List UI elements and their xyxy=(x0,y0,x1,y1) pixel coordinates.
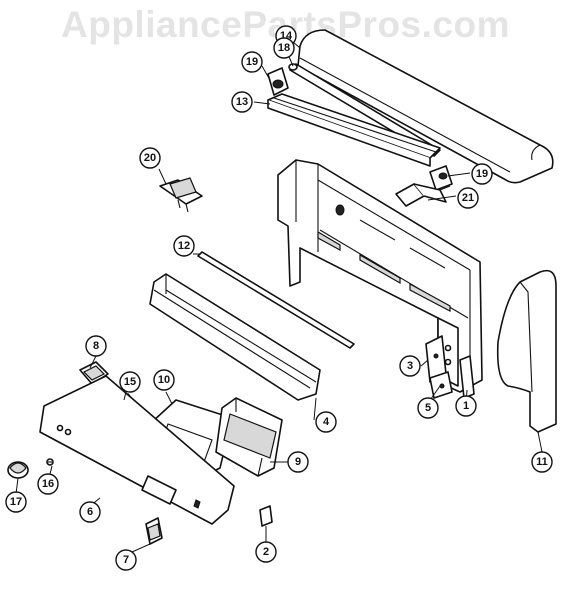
callout-13-label: 13 xyxy=(236,96,248,108)
callout-5-label: 5 xyxy=(425,402,431,414)
callout-21[interactable]: 21 xyxy=(457,187,479,209)
part-screw xyxy=(46,458,54,466)
callout-17[interactable]: 17 xyxy=(5,491,27,513)
callout-16-label: 16 xyxy=(42,478,54,490)
callout-9[interactable]: 9 xyxy=(287,451,309,473)
callout-18[interactable]: 18 xyxy=(273,37,295,59)
callout-2-label: 2 xyxy=(263,546,269,558)
part-strip xyxy=(197,251,355,349)
callout-19-upper-label: 19 xyxy=(246,56,258,68)
callout-1[interactable]: 1 xyxy=(455,395,477,417)
callout-3-label: 3 xyxy=(407,360,413,372)
callout-20-label: 20 xyxy=(144,152,156,164)
callout-13[interactable]: 13 xyxy=(231,91,253,113)
callout-19-lower[interactable]: 19 xyxy=(471,163,493,185)
callout-6[interactable]: 6 xyxy=(79,501,101,523)
callout-11[interactable]: 11 xyxy=(531,451,553,473)
part-side-brackets xyxy=(425,335,475,399)
callout-15[interactable]: 15 xyxy=(119,371,141,393)
part-small-clip xyxy=(259,505,273,527)
callout-4[interactable]: 4 xyxy=(315,411,337,433)
part-backguard-frame xyxy=(277,159,483,393)
callout-12[interactable]: 12 xyxy=(173,235,195,257)
part-trim-cap xyxy=(297,29,554,184)
part-rod xyxy=(288,63,441,157)
callout-15-label: 15 xyxy=(124,376,136,388)
callout-19-upper[interactable]: 19 xyxy=(241,51,263,73)
callout-6-label: 6 xyxy=(87,506,93,518)
callout-8-label: 8 xyxy=(93,340,99,352)
part-channel xyxy=(267,93,441,167)
callout-5[interactable]: 5 xyxy=(417,397,439,419)
part-electronic-control xyxy=(215,397,283,477)
part-control-panel xyxy=(39,375,235,525)
part-end-cap-right xyxy=(429,165,453,191)
part-knob xyxy=(7,461,29,479)
callout-21-label: 21 xyxy=(462,192,474,204)
callout-7[interactable]: 7 xyxy=(115,549,137,571)
part-channel-bracket xyxy=(149,273,321,401)
callout-3[interactable]: 3 xyxy=(399,355,421,377)
callout-9-label: 9 xyxy=(295,456,301,468)
callout-1-label: 1 xyxy=(463,400,469,412)
callout-18-label: 18 xyxy=(278,42,290,54)
part-transformer xyxy=(159,177,203,213)
callout-10-label: 10 xyxy=(158,374,170,386)
part-button xyxy=(145,517,163,545)
callout-8[interactable]: 8 xyxy=(85,335,107,357)
part-switch-block xyxy=(79,361,109,385)
leader-lines xyxy=(15,41,543,553)
callout-16[interactable]: 16 xyxy=(37,473,59,495)
callout-19-lower-label: 19 xyxy=(476,168,488,180)
callout-7-label: 7 xyxy=(123,554,129,566)
callout-17-label: 17 xyxy=(10,496,22,508)
callout-4-label: 4 xyxy=(323,416,330,428)
callout-12-label: 12 xyxy=(178,240,190,252)
callout-2[interactable]: 2 xyxy=(255,541,277,563)
callout-20[interactable]: 20 xyxy=(139,147,161,169)
part-end-cap-left xyxy=(267,67,289,96)
callout-11-label: 11 xyxy=(536,456,548,468)
part-side-trim xyxy=(496,269,557,433)
callout-10[interactable]: 10 xyxy=(153,369,175,391)
